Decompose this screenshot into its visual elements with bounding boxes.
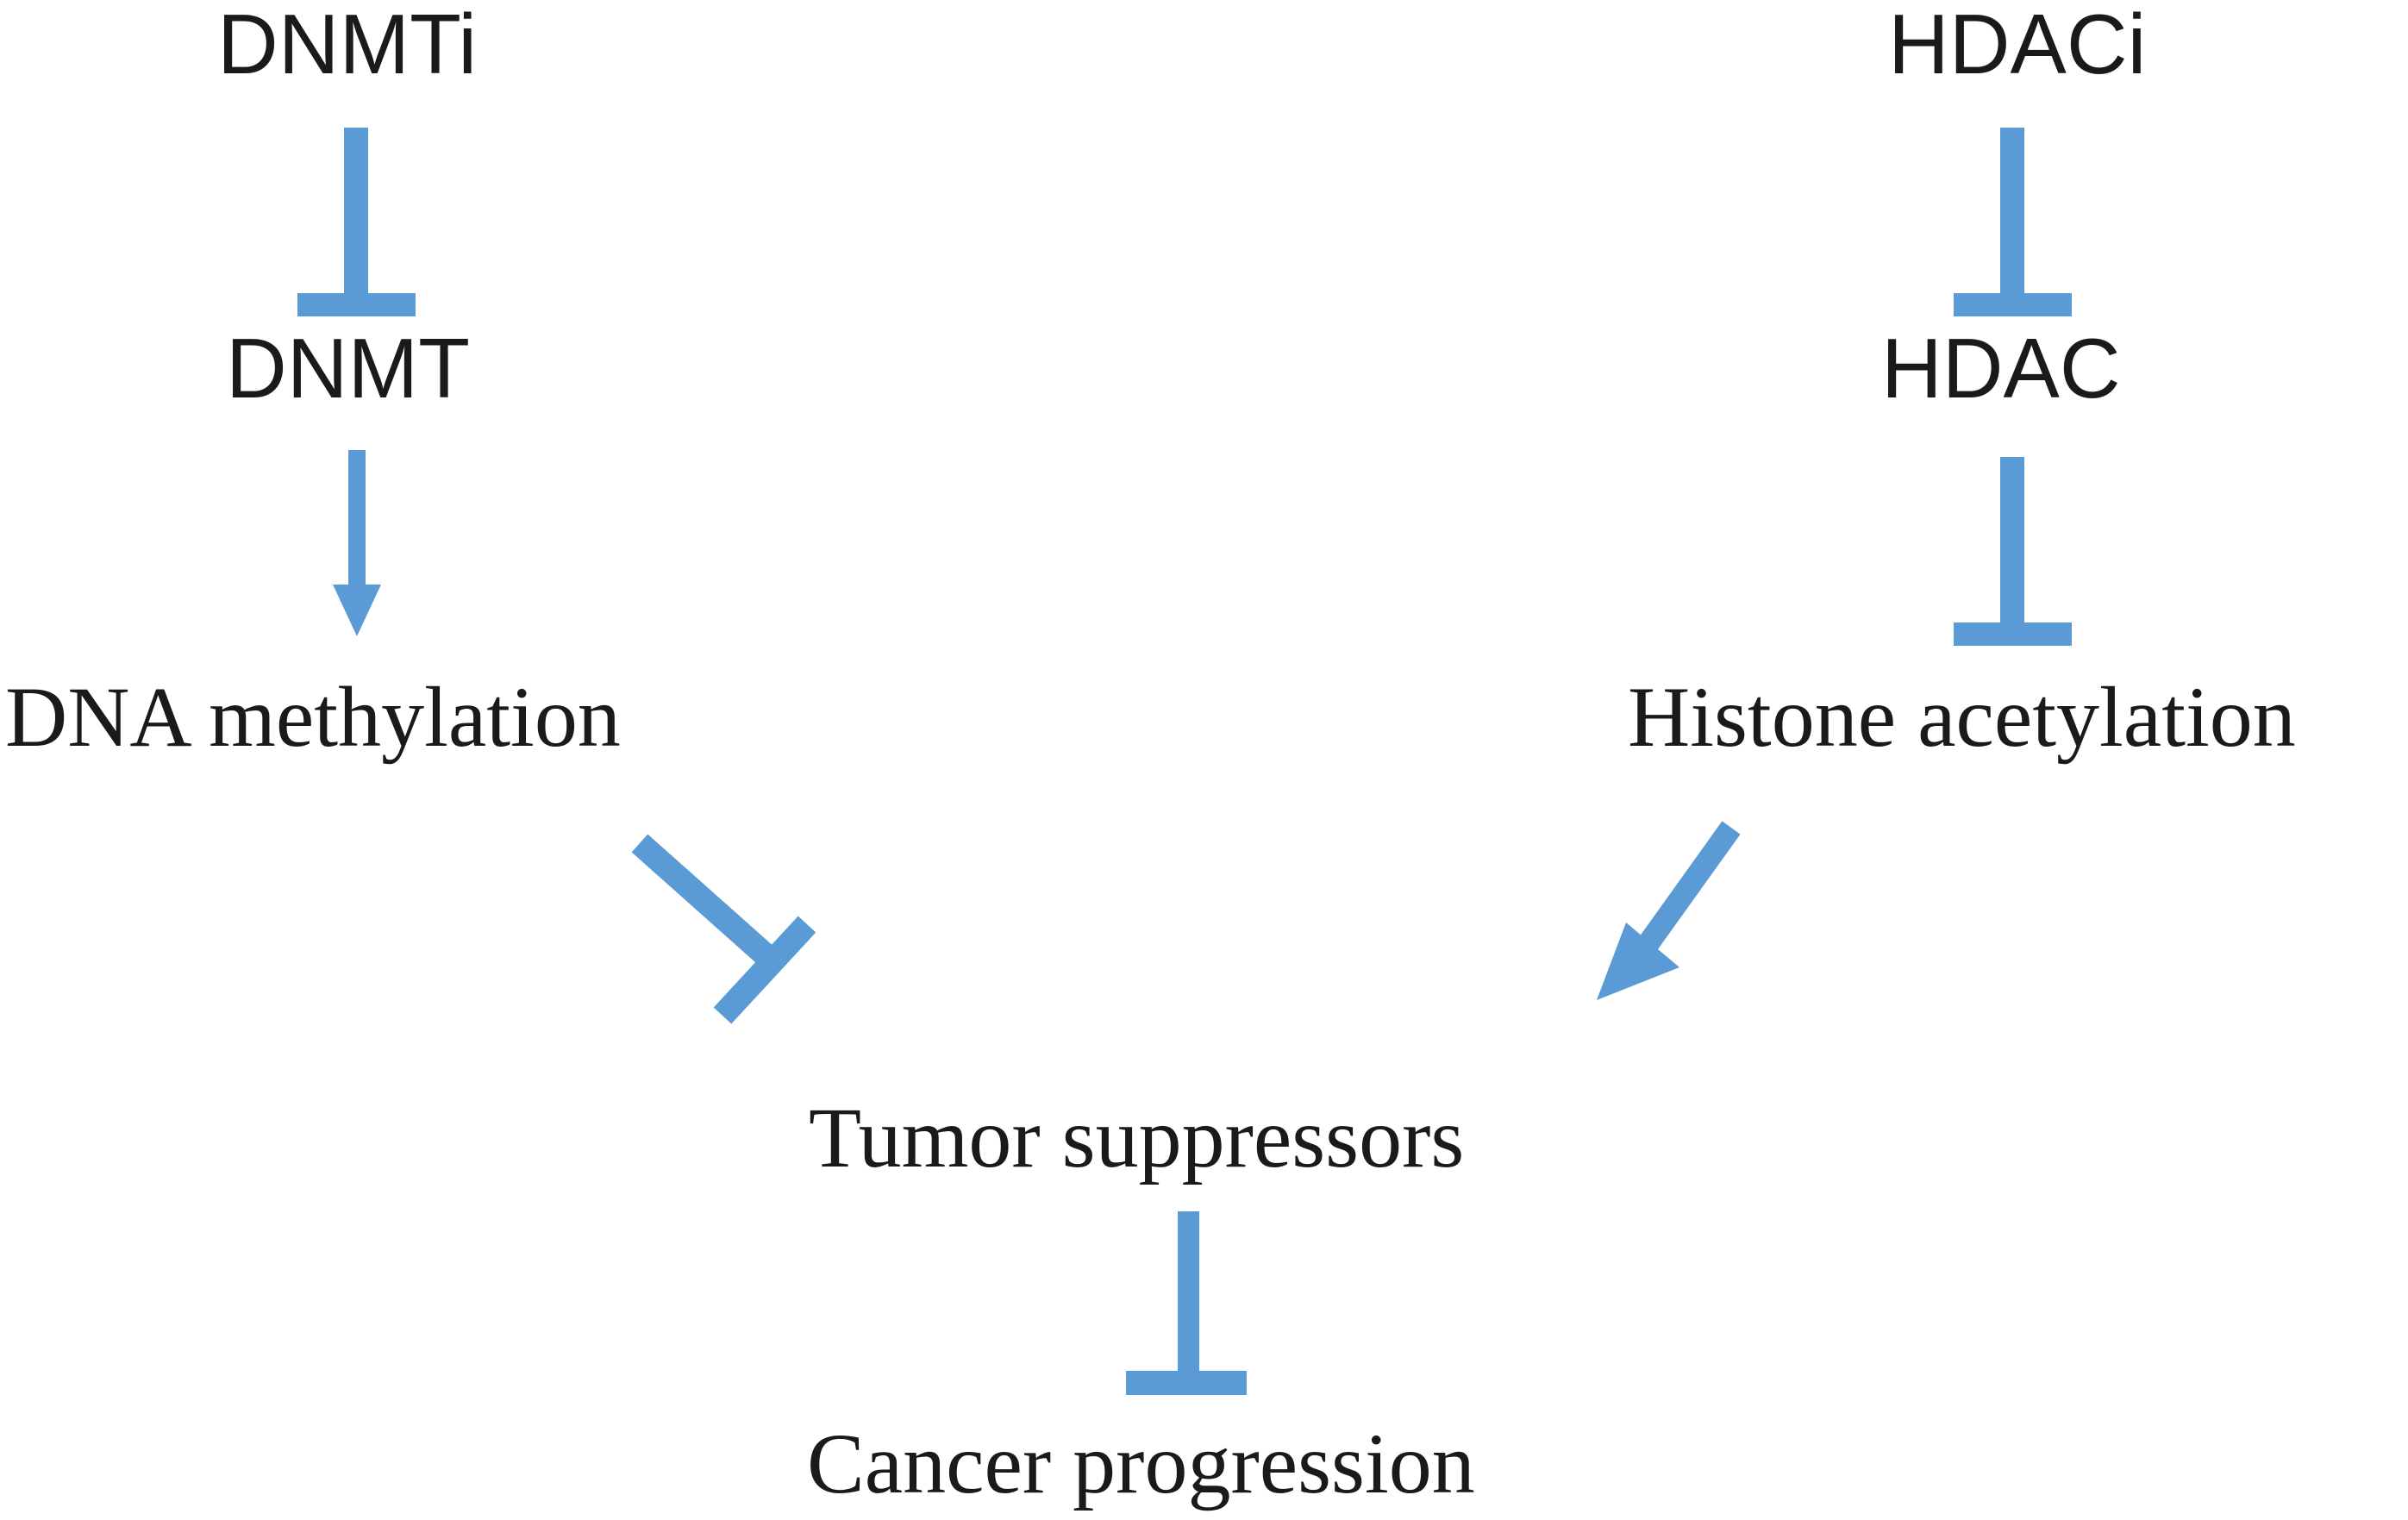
inhibition-crossbar xyxy=(297,293,416,316)
inhibition-stem xyxy=(2000,457,2024,629)
connector-hdaci-inhibits-hdac xyxy=(1954,128,2072,316)
inhibition-stem xyxy=(344,128,368,300)
arrow-head xyxy=(1597,923,1679,1000)
node-label-tumor-suppressors: Tumor suppressors xyxy=(809,1090,1465,1185)
connector-hdac-inhibits-histone-acetylation xyxy=(1954,457,2072,646)
inhibition-crossbar xyxy=(1954,293,2072,316)
inhibition-crossbar xyxy=(1126,1371,1247,1395)
connector-dnmti-inhibits-dnmt xyxy=(297,128,416,316)
arrow-head xyxy=(333,585,381,636)
node-label-dnmti: DNMTi xyxy=(217,0,478,91)
connector-tumor-suppressors-inhibits-cancer-progression xyxy=(1126,1211,1247,1395)
inhibition-stem xyxy=(2000,128,2024,300)
node-label-hdac: HDAC xyxy=(1881,321,2121,416)
node-label-cancer-progression: Cancer progression xyxy=(807,1416,1475,1511)
connector-histone-acetylation-activates-tumor-suppressors xyxy=(1597,821,1741,1000)
arrow-shaft xyxy=(348,450,366,592)
inhibition-stem xyxy=(1178,1211,1199,1377)
node-label-histone-acetylation: Histone acetylation xyxy=(1628,669,2296,765)
connector-dnmt-activates-dna-methylation xyxy=(333,450,381,636)
inhibition-crossbar xyxy=(713,916,816,1024)
inhibition-stem xyxy=(631,834,774,965)
inhibition-crossbar xyxy=(1954,622,2072,646)
node-label-dnmt: DNMT xyxy=(226,321,471,416)
connector-dna-methylation-inhibits-tumor-suppressors xyxy=(631,834,816,1024)
node-label-dna-methylation: DNA methylation xyxy=(5,669,621,765)
node-label-hdaci: HDACi xyxy=(1888,0,2147,91)
